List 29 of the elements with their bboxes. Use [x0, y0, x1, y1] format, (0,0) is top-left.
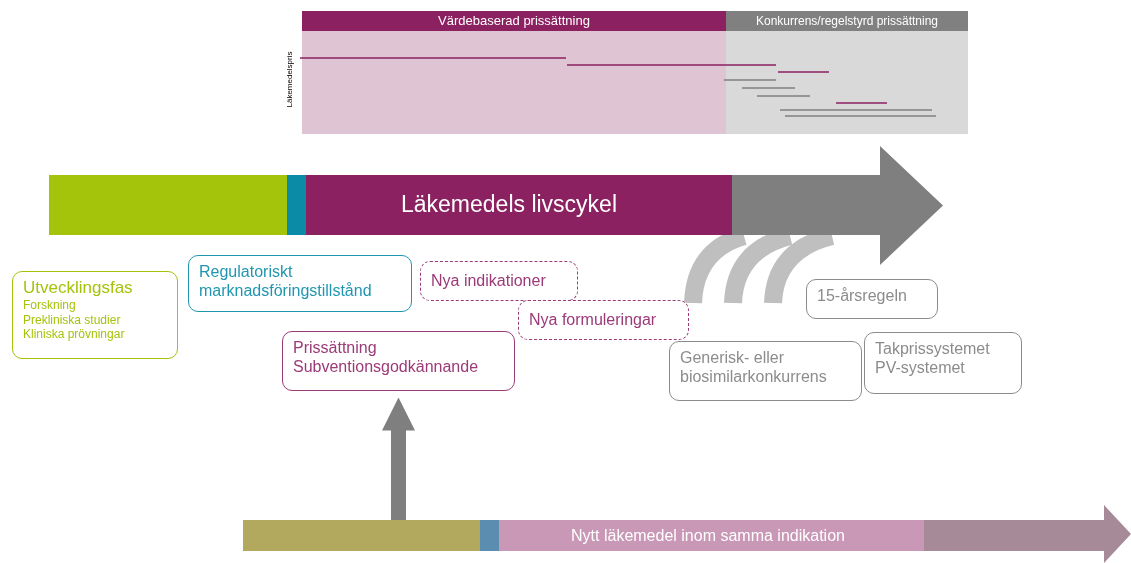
- band-label: Konkurrens/regelstyrd prissättning: [755, 14, 939, 28]
- header-band: [726, 11, 968, 31]
- dashed-box: [420, 261, 578, 301]
- rounded-box: [282, 331, 515, 391]
- rounded-box: [864, 332, 1022, 394]
- box-text: Kliniska prövningar: [23, 327, 126, 342]
- box-text: Prissättning: [293, 338, 378, 358]
- box-text: Forskning: [23, 298, 77, 313]
- box-heading: Utvecklingsfas: [23, 278, 134, 299]
- rounded-box: [669, 341, 862, 401]
- box-text: Subventionsgodkännande: [293, 357, 480, 377]
- arrow: [382, 397, 415, 520]
- band-label: Värdebaserad prissättning: [438, 13, 590, 28]
- box-text: Prekliniska studier: [23, 312, 122, 328]
- box-text: 15-årsregeln: [817, 286, 908, 306]
- box-text: Nya indikationer: [431, 271, 546, 291]
- dashed-box: [518, 300, 689, 340]
- box-text: Takprissystemet: [875, 339, 991, 359]
- rounded-box: [12, 271, 178, 359]
- box-text: Nya formuleringar: [529, 310, 657, 330]
- box-text: Regulatoriskt marknadsföringstillstånd: [199, 262, 373, 301]
- box-text: Generisk- eller biosimilarkonkurrens: [680, 348, 828, 387]
- rounded-box: [806, 279, 938, 319]
- rounded-box: [188, 255, 412, 312]
- box-text: PV-systemet: [875, 358, 966, 378]
- arrow-label: Nytt läkemedel inom samma indikation: [570, 525, 846, 546]
- header-band: [302, 11, 726, 31]
- arrow-label: Läkemedels livscykel: [400, 191, 618, 219]
- axis-label: Läkemedelspris: [284, 50, 294, 110]
